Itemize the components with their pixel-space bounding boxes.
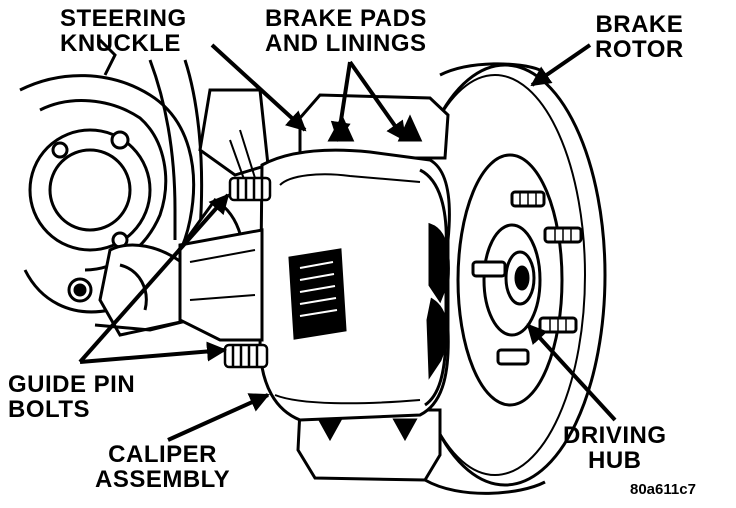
caliper-assembly-label-line1: CALIPER (108, 441, 217, 468)
caliper-assembly-label: CALIPER ASSEMBLY (95, 441, 231, 494)
driving-hub-label-line1: DRIVING (563, 422, 667, 449)
guide-pin-bolts-label-line2: BOLTS (8, 396, 91, 424)
leader-caliper (167, 393, 270, 442)
brake-pads-label-line1: BRAKE PADS (265, 5, 427, 32)
caliper-drawing (178, 93, 451, 482)
brake-rotor-label-line1: BRAKE (595, 11, 684, 38)
steering-knuckle-label-line1: STEERING (60, 5, 187, 32)
steering-knuckle-label: STEERING KNUCKLE (60, 5, 187, 58)
guide-pin-bolts-label-line1: GUIDE PIN (8, 371, 136, 398)
leader-guide-pin-bottom (79, 341, 227, 364)
driving-hub-label-line2: HUB (588, 447, 642, 475)
leader-driving-hub (526, 323, 617, 422)
leader-brake-rotor (530, 43, 592, 87)
driving-hub-label: DRIVING HUB (563, 422, 667, 475)
leader-brake-pad-2 (348, 60, 407, 142)
steering-knuckle-label-line2: KNUCKLE (60, 30, 181, 58)
leader-brake-pad-1 (330, 61, 352, 142)
leader-steering-knuckle (210, 43, 307, 132)
brake-pads-label-line2: AND LININGS (265, 30, 427, 58)
leader-guide-pin-top (78, 193, 230, 364)
guide-pin-bolts-label: GUIDE PIN BOLTS (8, 371, 136, 424)
figure-code: 80a611c7 (630, 481, 696, 498)
leader-lines (78, 43, 617, 442)
brake-pads-label: BRAKE PADS AND LININGS (265, 5, 427, 58)
guide-pin-bolt-drawing (223, 176, 272, 369)
brake-rotor-label: BRAKE ROTOR (595, 11, 684, 64)
brake-rotor-label-line2: ROTOR (595, 36, 684, 64)
caliper-assembly-label-line2: ASSEMBLY (95, 466, 231, 494)
